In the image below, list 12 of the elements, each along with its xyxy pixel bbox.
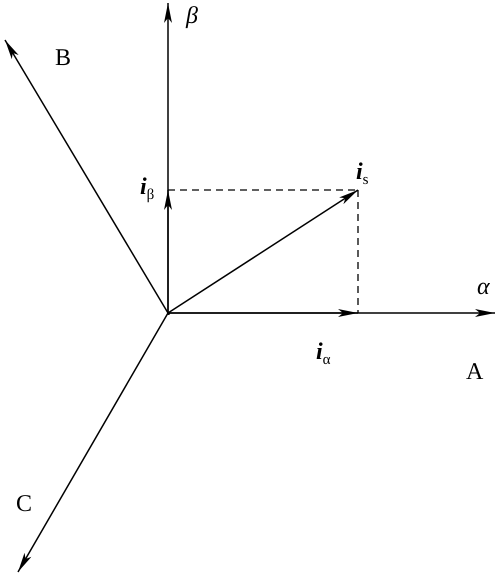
axis-label: α [477,275,490,299]
axis-label: C [16,492,32,516]
vector-label: i$_{α}$ [316,340,331,364]
axis-label: A [466,360,484,384]
axis-arrow [17,312,169,572]
vector-arrow [168,189,358,314]
vector-arrow [164,190,172,313]
vector-arrow [168,309,358,317]
vector-label: i$_{s}$ [356,160,369,184]
axis-label: B [55,46,72,70]
axis-arrow [4,40,169,314]
axis-label: β [186,4,198,28]
